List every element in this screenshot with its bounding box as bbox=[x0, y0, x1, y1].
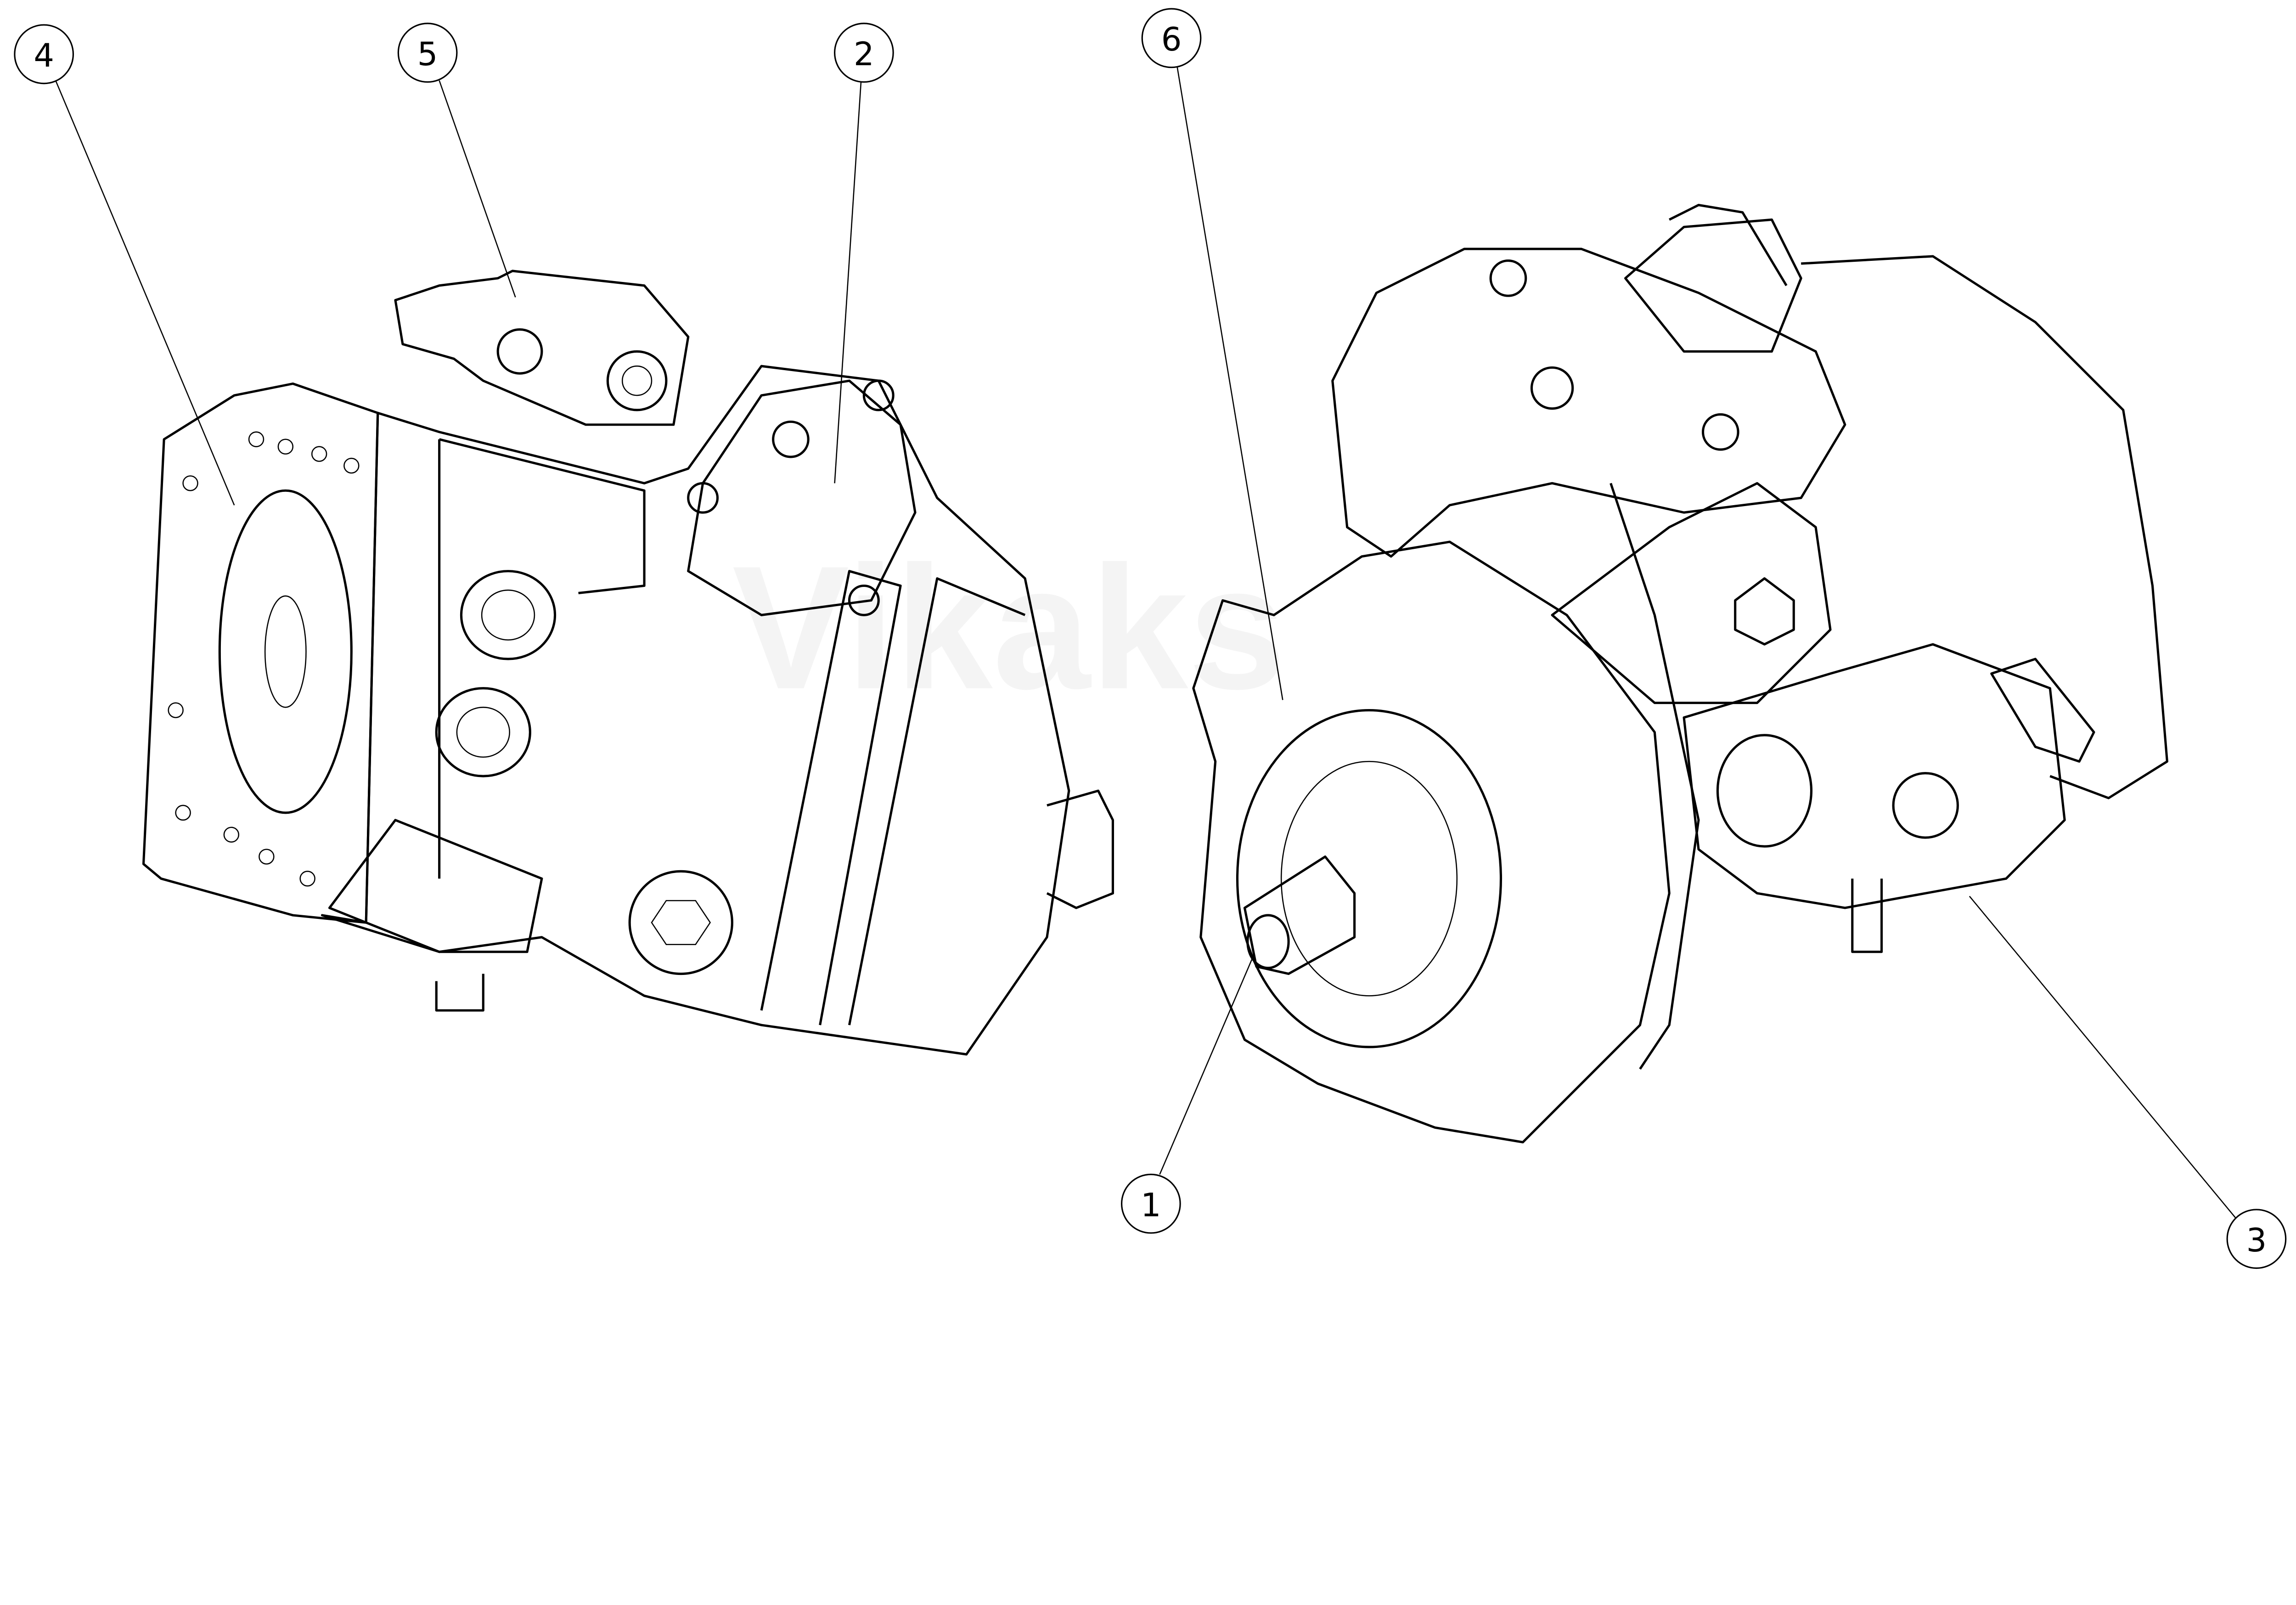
rear-housing bbox=[1801, 255, 2168, 800]
mounting-flange bbox=[142, 382, 379, 924]
flange-bolt-holes bbox=[168, 431, 360, 887]
callout-number: 2 bbox=[854, 35, 874, 73]
splined-shaft bbox=[264, 595, 307, 708]
callout-1: 1 bbox=[1121, 959, 1253, 1234]
charge-pump-cover-right bbox=[1551, 482, 1832, 704]
port-lower bbox=[435, 687, 531, 777]
callout-number: 4 bbox=[34, 37, 54, 74]
control-valve-block bbox=[394, 270, 690, 426]
callout-6: 6 bbox=[1141, 8, 1283, 700]
callout-5: 5 bbox=[397, 23, 516, 298]
charge-pump-cover bbox=[687, 379, 917, 616]
callout-number: 6 bbox=[1161, 21, 1182, 58]
watermark: Vikaks bbox=[732, 530, 1286, 726]
rear-plug bbox=[1892, 772, 1959, 839]
front-flange-bore bbox=[1236, 709, 1503, 1048]
callout-3: 3 bbox=[1969, 895, 2287, 1269]
front-flange-housing bbox=[1192, 541, 1671, 1143]
solenoid-valve bbox=[1624, 218, 1802, 353]
main-housing-top bbox=[1331, 248, 1846, 558]
rear-fitting bbox=[1990, 658, 2095, 763]
callout-4: 4 bbox=[14, 24, 235, 506]
rear-end-cover bbox=[1683, 643, 2066, 909]
callout-2: 2 bbox=[834, 23, 894, 484]
pump-housing bbox=[321, 365, 1070, 1056]
bracket-upper bbox=[438, 438, 646, 879]
housing-seam bbox=[760, 570, 1026, 1025]
flange-bore bbox=[218, 489, 353, 814]
drain-boss bbox=[435, 974, 484, 1012]
technical-drawing: Vikaks bbox=[14, 8, 2287, 1269]
rear-shaft bbox=[1046, 789, 1114, 909]
input-shaft bbox=[1243, 855, 1356, 975]
rear-port bbox=[1716, 734, 1813, 848]
housing-seam-right bbox=[1609, 483, 1700, 1070]
port-upper bbox=[460, 570, 557, 660]
callout-number: 1 bbox=[1141, 1186, 1161, 1224]
pump-assembly-drawing: Vikaks bbox=[14, 8, 2287, 1269]
drain-boss-right bbox=[1851, 879, 1883, 953]
left-pump bbox=[142, 270, 1114, 1056]
bracket-lower bbox=[328, 819, 543, 953]
right-pump bbox=[1192, 203, 2168, 1143]
callout-number: 5 bbox=[417, 35, 438, 73]
plug-hex bbox=[628, 870, 733, 975]
callout-number: 3 bbox=[2246, 1222, 2267, 1259]
